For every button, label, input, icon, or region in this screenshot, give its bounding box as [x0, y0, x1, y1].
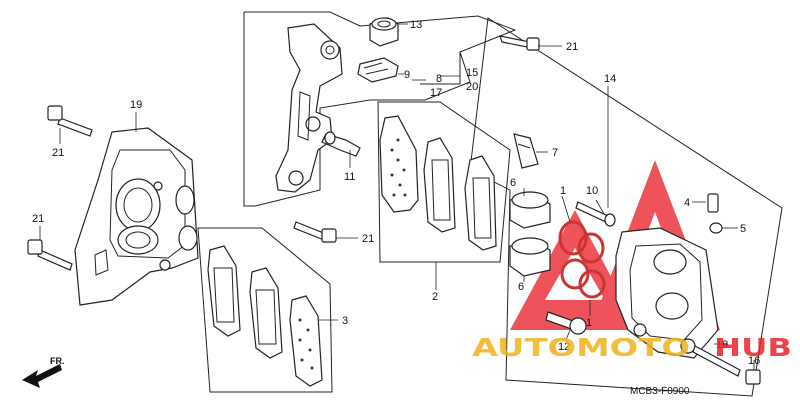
callout-3: 3: [342, 315, 348, 327]
callout-8: 8: [436, 73, 442, 85]
part-6-pistons: [509, 191, 551, 277]
part-2-brake-pads: [379, 115, 497, 251]
part-14-caliper-body: [615, 227, 719, 359]
watermark-text-hub: HUB: [714, 333, 792, 362]
callout-13: 13: [410, 19, 422, 31]
bolt-21-middle: [293, 221, 337, 243]
callout-7: 7: [552, 147, 558, 159]
callout-19: 19: [130, 99, 142, 111]
callout-17: 17: [430, 87, 442, 99]
callout-4: 4: [684, 197, 690, 209]
frame-pads-lower: [197, 227, 333, 393]
part-13-boot: [369, 17, 399, 47]
leader-lines: [39, 23, 755, 370]
part-4-bleeder-screw: [707, 193, 719, 213]
callout-21-left-top: 21: [52, 147, 64, 159]
callout-21-middle: 21: [362, 233, 374, 245]
part-7-pad-retainer: [513, 133, 539, 169]
callout-21-top: 21: [566, 41, 578, 53]
frame-part15-bracket: [420, 52, 461, 85]
part-3-brake-pads: [207, 245, 323, 387]
bolt-21-top: [499, 35, 540, 51]
part-10-pin: [575, 201, 616, 227]
part-16-plug: [745, 369, 761, 385]
callout-21-left-bottom: 21: [32, 213, 44, 225]
part-9-pad-spring: [357, 57, 399, 83]
callout-20: 20: [466, 81, 478, 93]
part-18-pin: [680, 338, 741, 377]
callout-10: 10: [586, 185, 598, 197]
watermark-text-automoto: AUTOMOTO: [472, 333, 690, 362]
callout-9: 9: [404, 69, 410, 81]
callout-6-bottom: 6: [518, 281, 524, 293]
callout-18: 18: [716, 339, 728, 351]
callout-16: 16: [748, 355, 760, 367]
part-19-caliper-body: [74, 127, 199, 306]
callout-14: 14: [604, 73, 616, 85]
part-12-bolt: [545, 311, 587, 335]
callout-6-top: 6: [510, 177, 516, 189]
callout-1-top: 1: [560, 185, 566, 197]
callout-12: 12: [558, 341, 570, 353]
caliper-bracket: [275, 23, 343, 193]
callout-5: 5: [740, 223, 746, 235]
direction-label: FR.: [50, 356, 65, 366]
bolt-21-left-bottom: [27, 239, 73, 271]
diagram-code: MCB3-F0900: [630, 386, 690, 397]
front-direction-arrow-icon: [22, 364, 62, 388]
callout-2: 2: [432, 291, 438, 303]
bolt-21-left-top: [47, 105, 93, 137]
part-5-bleeder-cap: [709, 222, 723, 234]
part-11-pin-bolt: [321, 131, 361, 157]
callout-15: 15: [466, 67, 478, 79]
frame-upper-bracket: [243, 11, 517, 207]
frame-pads-upper: [377, 101, 511, 263]
callout-11: 11: [344, 171, 355, 183]
part-1-piston-seals: [558, 220, 606, 299]
callout-1-bottom: 1: [586, 317, 592, 329]
